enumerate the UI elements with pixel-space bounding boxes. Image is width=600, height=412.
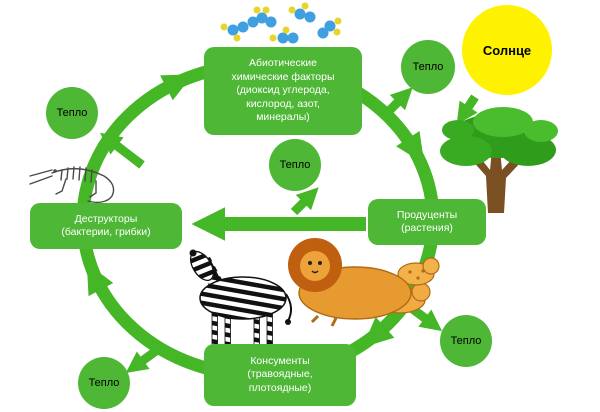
heat-label: Тепло: [450, 335, 482, 347]
cycle-arrowhead-to-consumers: [362, 316, 395, 348]
lions-image: [288, 238, 440, 327]
heat-label: Тепло: [88, 377, 120, 389]
sun-to-tree-arrow: [456, 94, 479, 125]
cycle-arrowhead-to-abiotic: [160, 74, 194, 101]
zebra-image: [189, 249, 292, 347]
heat-badge-top-right: Тепло: [401, 40, 455, 94]
heat-badge-bottom-left: Тепло: [78, 357, 130, 409]
heat-topright-arrow: [380, 87, 413, 120]
node-consumers-label: Консументы (травоядные, плотоядные): [247, 354, 313, 394]
heat-bottomleft-arrow: [125, 344, 163, 373]
sun-label: Солнце: [482, 42, 532, 58]
sun: Солнце: [462, 5, 552, 95]
molecules-image: [220, 2, 342, 44]
heat-badge-center: Тепло: [269, 139, 321, 191]
heat-badge-bottom-right: Тепло: [440, 315, 492, 367]
node-abiotic-factors: Абиотические химические факторы (диоксид…: [204, 47, 362, 135]
node-decomposers: Деструкторы (бактерии, грибки): [30, 203, 182, 249]
node-producers: Продуценты (растения): [368, 199, 486, 245]
heat-center-arrow: [290, 187, 319, 216]
cycle-arrowhead-to-decomposers: [86, 263, 114, 297]
heat-label: Тепло: [279, 159, 311, 171]
heat-badge-left: Тепло: [46, 87, 98, 139]
branch-arrows: [100, 87, 479, 373]
tree-image: [440, 107, 558, 213]
node-abiotic-factors-label: Абиотические химические факторы (диоксид…: [231, 57, 335, 124]
cycle-arrowhead-to-producers: [396, 131, 425, 164]
node-consumers: Консументы (травоядные, плотоядные): [204, 344, 356, 406]
node-decomposers-label: Деструкторы (бактерии, грибки): [61, 212, 151, 238]
heat-label: Тепло: [412, 61, 444, 73]
node-producers-label: Продуценты (растения): [396, 208, 458, 234]
crocodile-skeleton-image: [29, 166, 115, 204]
heat-left-arrow: [100, 132, 145, 169]
heat-label: Тепло: [56, 107, 88, 119]
